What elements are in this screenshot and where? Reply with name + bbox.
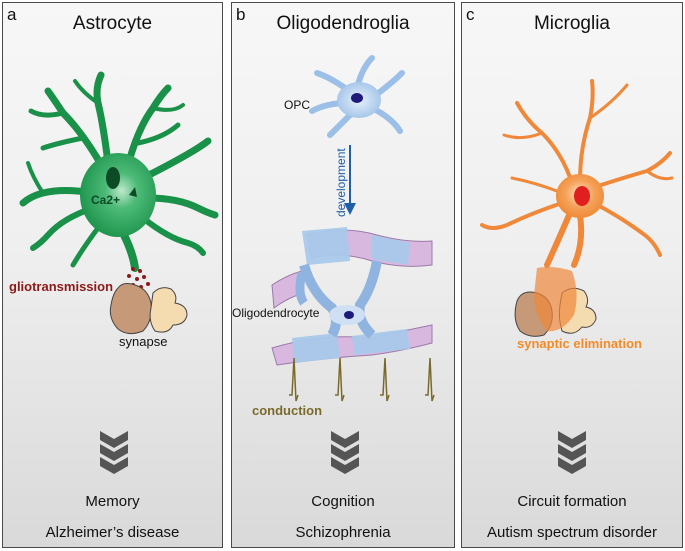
synapse-shape [109, 283, 188, 335]
action-potential-traces [289, 357, 435, 402]
opc-cell [309, 55, 405, 138]
outcome-label: Cognition [311, 493, 375, 510]
microglia-panel: c Microglia [461, 2, 683, 548]
panel-letter: c [466, 5, 475, 24]
microglia-cell [480, 79, 674, 268]
downward-chevrons-icon [558, 431, 586, 474]
panel-letter: b [236, 5, 246, 24]
opc-label: OPC [284, 98, 311, 112]
conduction-label: conduction [252, 403, 323, 418]
myelinated-axons [271, 227, 433, 366]
microglia-nucleus [574, 186, 590, 206]
gliotransmission-label: gliotransmission [9, 279, 114, 294]
disease-label: Alzheimer’s disease [45, 524, 180, 541]
panel-title: Microglia [533, 13, 611, 34]
downward-chevrons-icon [100, 431, 128, 474]
engulfed-synapse-shape [514, 267, 597, 337]
calcium-arrow-icon [129, 187, 137, 197]
outcome-label: Memory [85, 493, 140, 510]
panel-title: Astrocyte [72, 13, 153, 34]
outcome-label: Circuit formation [517, 493, 627, 510]
disease-label: Autism spectrum disorder [486, 524, 658, 541]
calcium-label: Ca2+ [91, 193, 121, 207]
synaptic-elimination-label: synaptic elimination [517, 336, 642, 351]
disease-label: Schizophrenia [295, 524, 391, 541]
oligodendrocyte-label: Oligodendrocyte [232, 306, 320, 320]
astrocyte-illustration [19, 71, 219, 335]
downward-chevrons-icon [331, 431, 359, 474]
panel-letter: a [7, 5, 17, 24]
gliotransmitter-dots [127, 267, 150, 295]
opc-nucleus [351, 93, 363, 103]
astrocyte-nucleus [106, 167, 120, 189]
oligodendrocyte-nucleus [344, 311, 354, 319]
oligodendroglia-panel: b Oligodendroglia [231, 2, 455, 548]
oligodendroglia-illustration [271, 55, 435, 402]
synapse-label: synapse [119, 334, 168, 349]
astrocyte-panel: a Astrocyte [2, 2, 223, 548]
panel-title: Oligodendroglia [276, 13, 410, 34]
microglia-illustration [480, 79, 674, 337]
development-arrow-icon [344, 145, 356, 215]
astrocyte-cell [19, 71, 219, 272]
